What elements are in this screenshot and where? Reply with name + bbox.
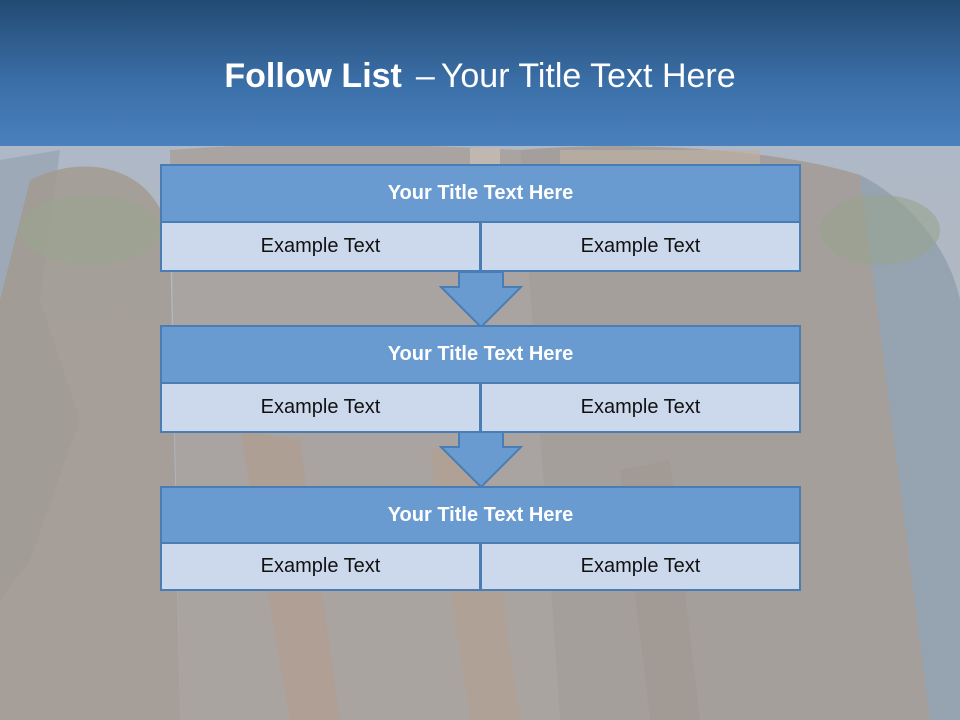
step-cell-right: Example Text [480,542,801,591]
page-title: Follow List–Your Title Text Here [0,52,960,100]
step-title: Your Title Text Here [160,486,801,544]
down-arrow-icon [439,271,523,329]
step-title: Your Title Text Here [160,164,801,223]
step-title: Your Title Text Here [160,325,801,384]
header-banner [0,0,960,146]
title-dash: – [415,57,435,95]
step-cell-right: Example Text [480,382,801,433]
step-box-1: Your Title Text Here Example Text Exampl… [160,164,801,272]
step-cell-left: Example Text [160,542,481,591]
step-cell-left: Example Text [160,221,481,272]
step-cell-left: Example Text [160,382,481,433]
step-cell-right: Example Text [480,221,801,272]
title-bold: Follow List [224,57,402,95]
title-rest: Your Title Text Here [440,57,736,95]
step-box-3: Your Title Text Here Example Text Exampl… [160,486,801,591]
down-arrow-icon [439,431,523,489]
step-box-2: Your Title Text Here Example Text Exampl… [160,325,801,433]
